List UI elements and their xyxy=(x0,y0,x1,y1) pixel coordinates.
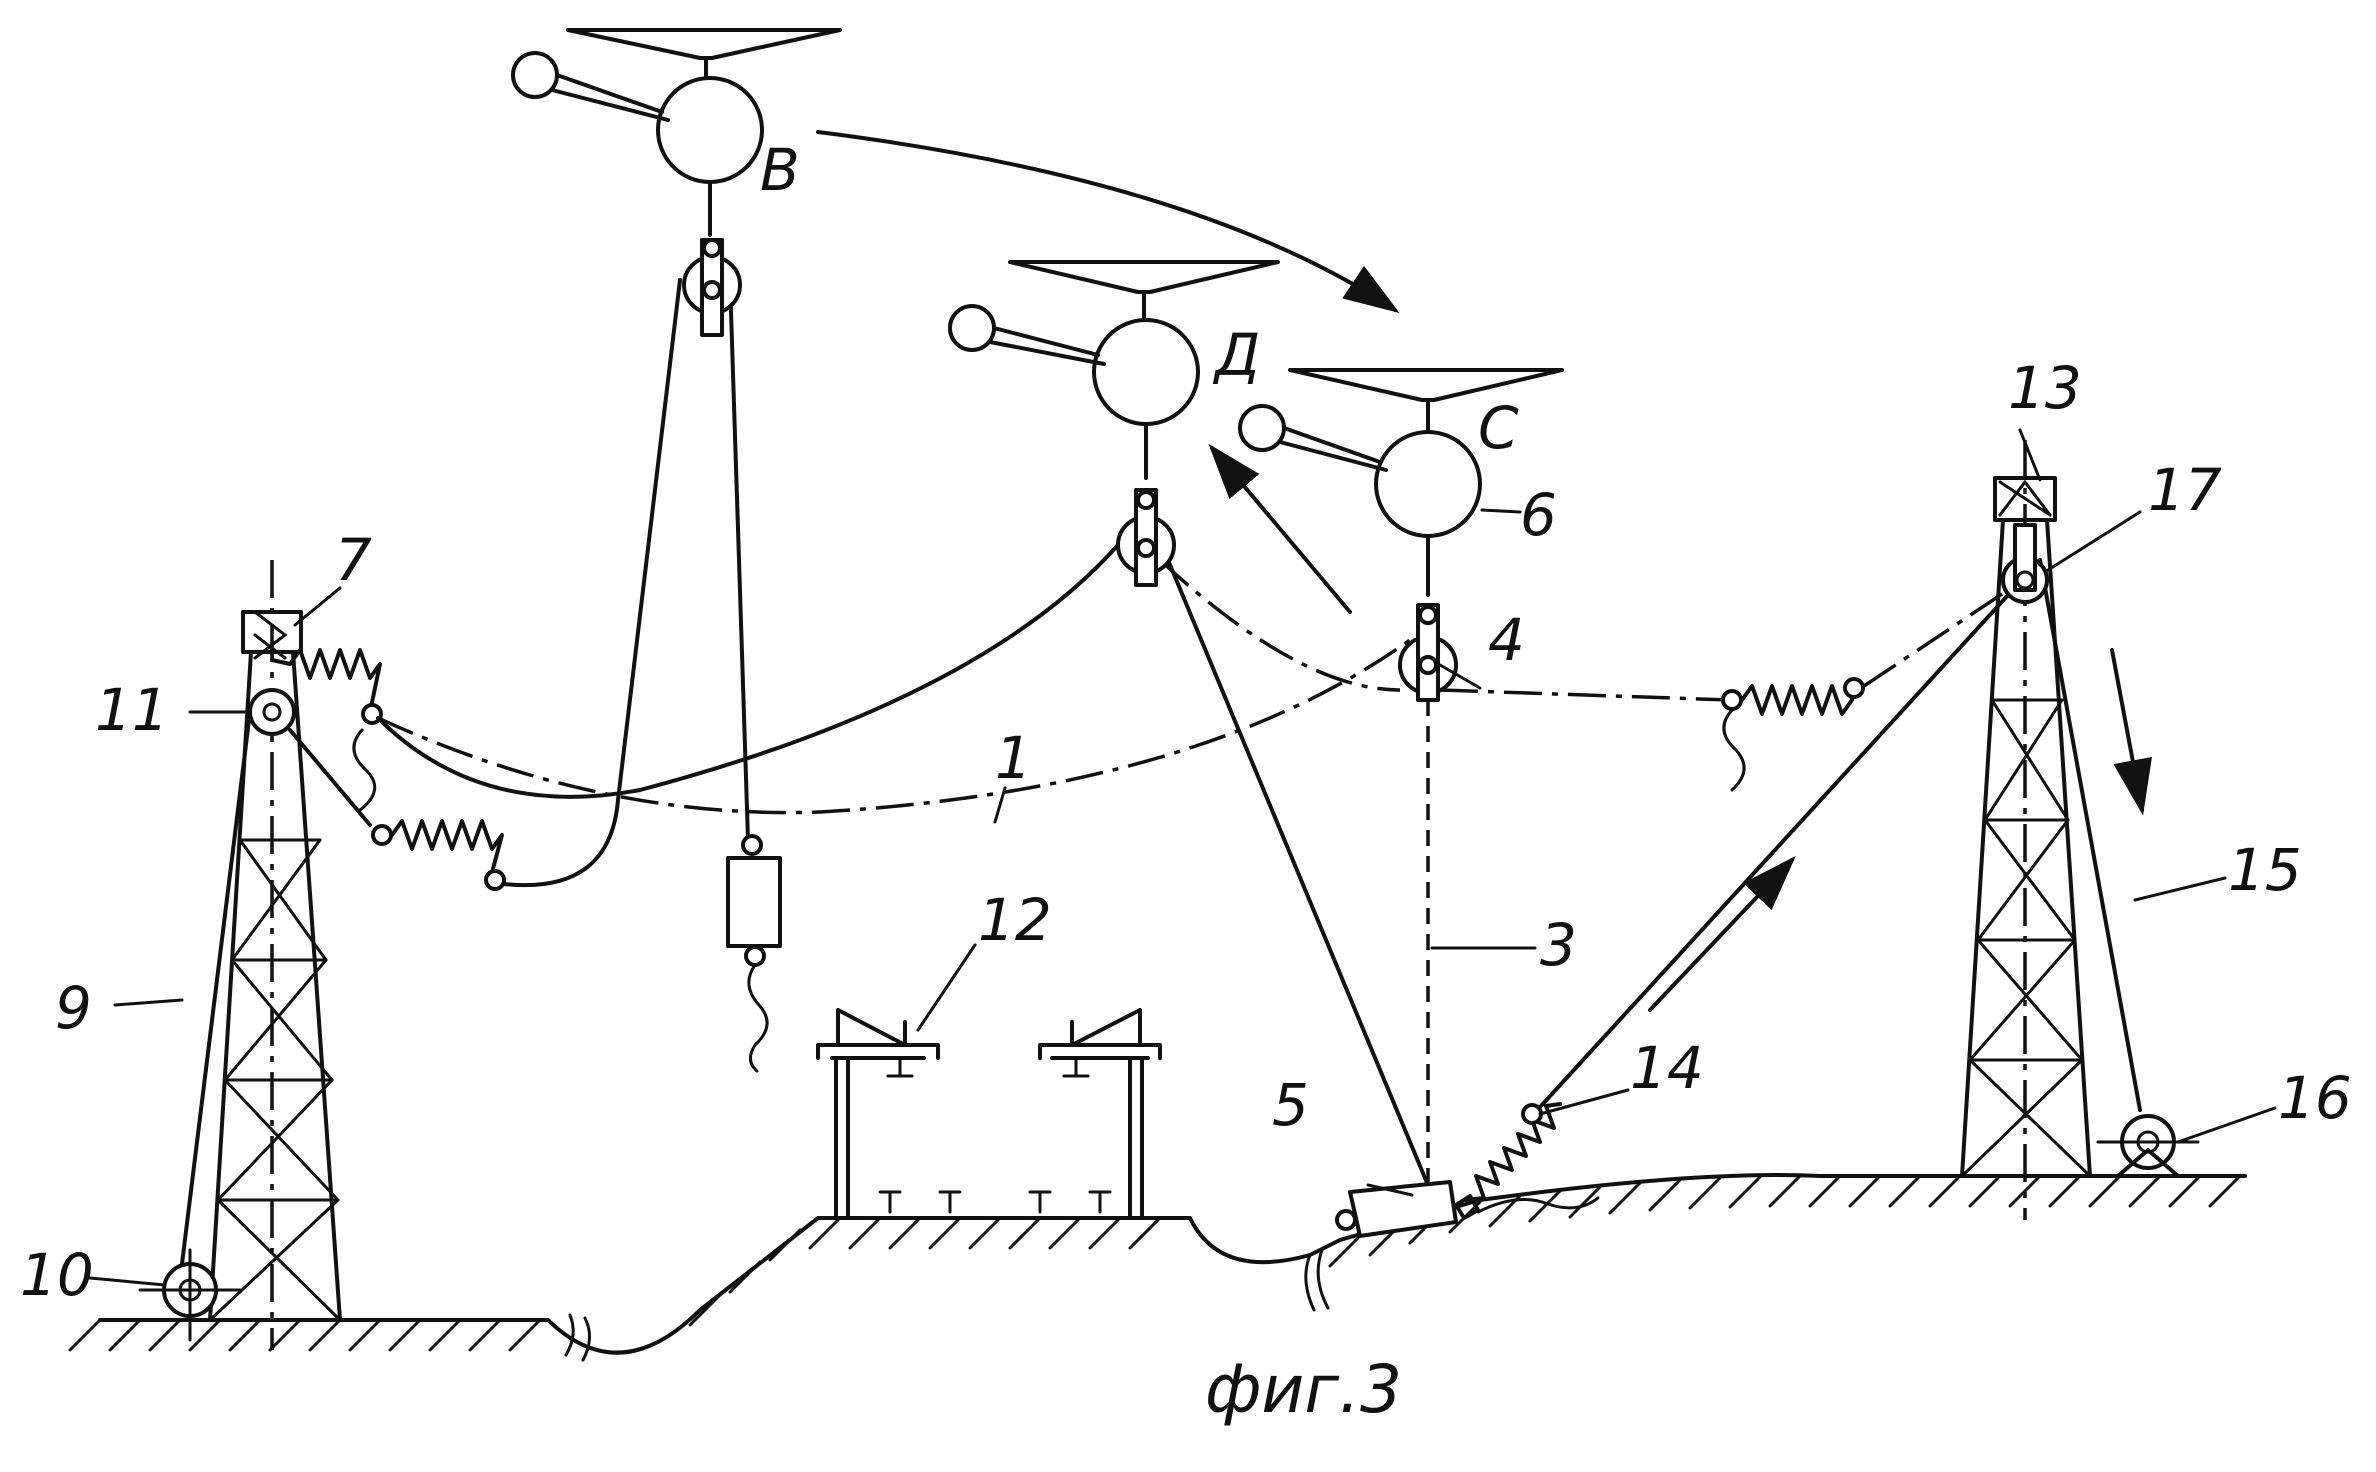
leader-lines xyxy=(88,428,2277,1287)
rope-main xyxy=(376,543,1120,799)
label-13: 13 xyxy=(2008,354,2082,422)
anchor-5 xyxy=(1335,1180,1480,1238)
arrow-down-rope xyxy=(2110,648,2152,816)
rope-d-to-5 xyxy=(1166,558,1432,1192)
right-tower xyxy=(1960,440,2200,1220)
helicopter-b xyxy=(511,28,842,337)
spring-14 xyxy=(1464,1102,1600,1214)
break-mark-right xyxy=(1304,1248,1330,1312)
label-7: 7 xyxy=(335,526,372,594)
label-d: Д xyxy=(1212,321,1260,389)
cable-1-upper xyxy=(1158,558,1401,692)
pulley-11 xyxy=(248,688,296,736)
label-b: B xyxy=(760,136,800,204)
loose-end-left xyxy=(352,728,377,812)
weight xyxy=(726,834,782,1073)
cable-1-right xyxy=(1439,688,1731,702)
ground xyxy=(68,1173,2247,1362)
label-4: 4 xyxy=(1488,606,1525,674)
arrow-up-rope xyxy=(1648,855,1796,1012)
rope-to-b xyxy=(502,278,682,888)
rope-b-weight xyxy=(728,278,750,842)
left-tower xyxy=(138,560,342,1350)
label-5: 5 xyxy=(1272,1071,1309,1139)
break-mark-left xyxy=(564,1313,591,1362)
label-3: 3 xyxy=(1540,911,1577,979)
arrow-b-to-c xyxy=(816,130,1400,314)
label-16: 16 xyxy=(2278,1064,2352,1132)
label-14: 14 xyxy=(1630,1034,1704,1102)
label-c: C xyxy=(1478,394,1519,462)
label-10: 10 xyxy=(20,1241,94,1309)
cable-9 xyxy=(178,710,252,1282)
labels: 7 11 9 10 12 1 B Д C 6 4 3 5 14 13 17 15… xyxy=(20,136,2352,1428)
right-spring xyxy=(1721,588,2009,792)
label-15: 15 xyxy=(2228,836,2302,904)
label-9: 9 xyxy=(55,974,92,1042)
arrow-c-to-d xyxy=(1208,443,1352,614)
label-6: 6 xyxy=(1520,481,1557,549)
helicopter-d xyxy=(948,260,1280,587)
ground-hatching xyxy=(68,1174,2242,1352)
label-1: 1 xyxy=(995,724,1032,792)
helicopter-c xyxy=(1238,368,1564,702)
structure-12 xyxy=(816,1008,1162,1220)
rope-14 xyxy=(1528,580,2022,1120)
label-12: 12 xyxy=(978,886,1052,954)
label-17: 17 xyxy=(2148,456,2222,524)
label-11: 11 xyxy=(95,676,169,744)
figure-caption: фиг.3 xyxy=(1205,1351,1402,1428)
cable-1 xyxy=(377,638,1412,815)
